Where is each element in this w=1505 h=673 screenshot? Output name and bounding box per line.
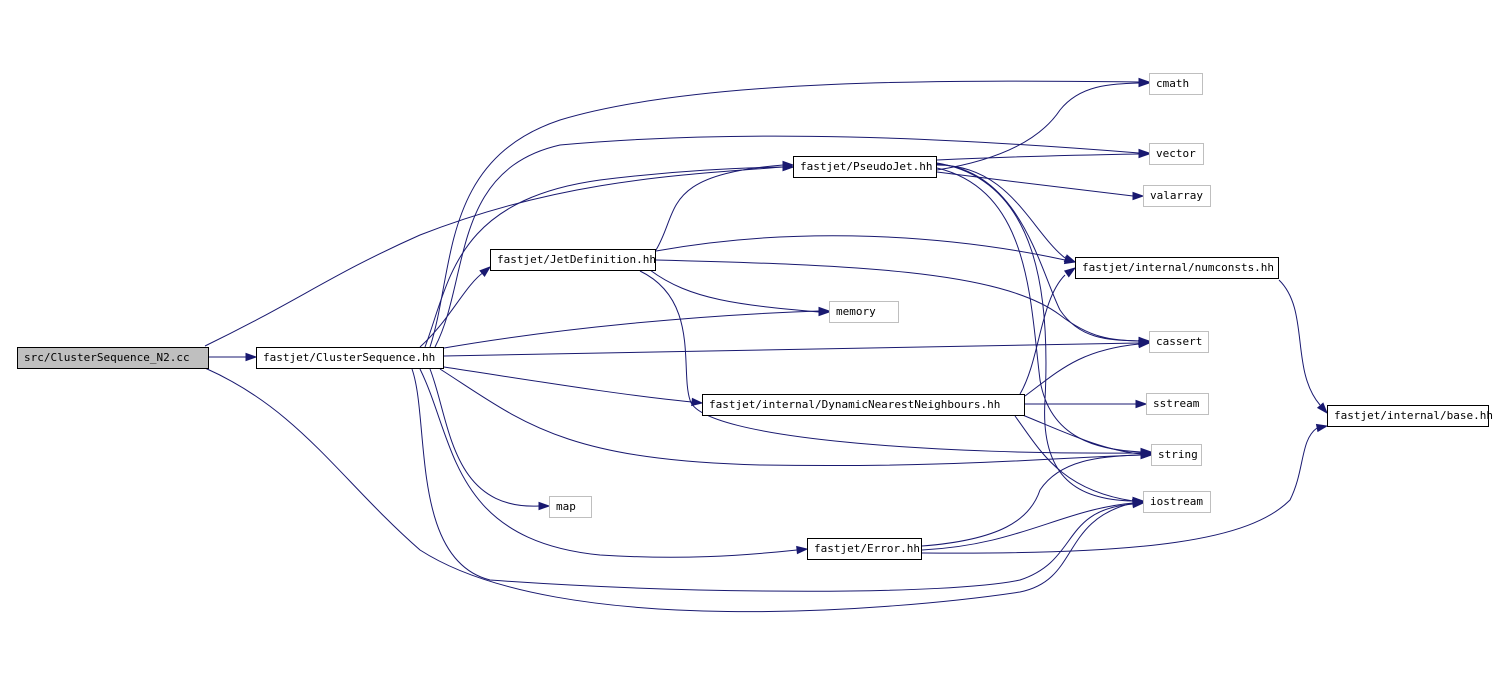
node-jetdefinition-hh[interactable]: fastjet/JetDefinition.hh (490, 249, 656, 271)
arrowhead (1063, 254, 1077, 263)
node-numconsts-hh[interactable]: fastjet/internal/numconsts.hh (1075, 257, 1279, 279)
edge-cs-to-dnn (443, 366, 704, 407)
arrowhead (1132, 498, 1145, 508)
edge-error-to-iostream (921, 498, 1145, 551)
arrowhead (1138, 78, 1151, 88)
edge-jetdef-to-numconsts (655, 235, 1077, 265)
edge-cs-to-memory (443, 306, 831, 349)
edge-line (655, 164, 784, 251)
arrowhead (818, 307, 831, 317)
edge-line (443, 310, 820, 349)
edge-pseudojet-to-cmath (936, 78, 1151, 171)
edge-line (419, 271, 485, 348)
edge-error-to-base (921, 423, 1329, 554)
edge-line (936, 163, 1140, 342)
edge-line (204, 166, 784, 347)
edge-line (439, 368, 1142, 467)
edge-cs-to-cmath (429, 77, 1151, 348)
edge-line (655, 235, 1066, 261)
arrowhead (1132, 191, 1145, 201)
edge-line (936, 171, 1134, 197)
arrowhead (1138, 149, 1151, 159)
edge-line (936, 164, 1066, 259)
node-clustersequence-hh[interactable]: fastjet/ClusterSequence.hh (256, 347, 444, 369)
arrowhead (1063, 267, 1077, 278)
edge-dnn-to-sstream (1025, 399, 1148, 409)
edge-line (1019, 413, 1142, 455)
edge-line (434, 135, 1140, 348)
edge-jetdef-to-memory (649, 269, 831, 317)
edge-numconsts-to-base (1278, 279, 1328, 415)
edge-cs-to-error (419, 368, 809, 558)
edge-line (1024, 343, 1140, 397)
edge-line (936, 162, 1134, 502)
edge-pseudojet-to-vector (936, 149, 1151, 161)
edge-dnn-to-cassert (1024, 339, 1151, 397)
edge-line (1014, 415, 1134, 502)
node-valarray: valarray (1143, 185, 1211, 207)
edge-line (424, 166, 784, 348)
node-src-clustersequence-n2-cc: src/ClusterSequence_N2.cc (17, 347, 209, 369)
edge-line (649, 269, 820, 313)
edge-pseudojet-to-cassert (936, 163, 1151, 346)
edge-root-to-clustersequence (209, 352, 258, 362)
arrowhead (1315, 423, 1329, 433)
edge-line (1278, 279, 1321, 406)
edge-jetdef-to-pseudojet (655, 160, 795, 251)
node-cassert: cassert (1149, 331, 1209, 353)
node-string: string (1151, 444, 1202, 466)
edge-line (204, 367, 1134, 613)
node-cmath: cmath (1149, 73, 1203, 95)
arrowhead (1140, 450, 1153, 460)
edge-line (921, 502, 1134, 551)
arrowhead (691, 397, 704, 407)
edge-line (429, 80, 1140, 348)
arrowhead (538, 501, 551, 511)
arrowhead (245, 352, 258, 362)
edge-cs-to-cassert (443, 338, 1151, 357)
edge-cs-to-jetdefinition (419, 266, 492, 348)
edge-line (419, 368, 798, 558)
edge-line (921, 427, 1318, 554)
edge-error-to-string (921, 450, 1153, 547)
arrowhead (1316, 402, 1328, 415)
node-map: map (549, 496, 592, 518)
arrowhead (782, 160, 795, 170)
node-memory: memory (829, 301, 899, 323)
node-error-hh[interactable]: fastjet/Error.hh (807, 538, 922, 560)
edge-line (443, 366, 693, 403)
edge-line (936, 82, 1140, 171)
edge-line (936, 153, 1140, 161)
edge-pseudojet-to-valarray (936, 171, 1145, 201)
node-vector: vector (1149, 143, 1204, 165)
edge-dnn-to-numconsts (1019, 267, 1077, 395)
edge-line (921, 454, 1142, 547)
node-sstream: sstream (1146, 393, 1209, 415)
node-dynamicnearestneighbours-hh[interactable]: fastjet/internal/DynamicNearestNeighbour… (702, 394, 1025, 416)
edge-line (655, 259, 1140, 342)
arrowhead (1135, 399, 1148, 409)
edge-line (936, 167, 1142, 453)
arrowhead (1138, 339, 1151, 349)
node-pseudojet-hh[interactable]: fastjet/PseudoJet.hh (793, 156, 937, 178)
edge-line (429, 368, 540, 507)
node-base-hh[interactable]: fastjet/internal/base.hh (1327, 405, 1493, 427)
arrowhead (796, 545, 809, 555)
edge-pseudojet-to-numconsts (936, 164, 1077, 263)
edge-cs-to-map (429, 368, 551, 511)
edge-line (1019, 274, 1066, 395)
node-iostream: iostream (1143, 491, 1211, 513)
arrowhead (479, 266, 492, 277)
